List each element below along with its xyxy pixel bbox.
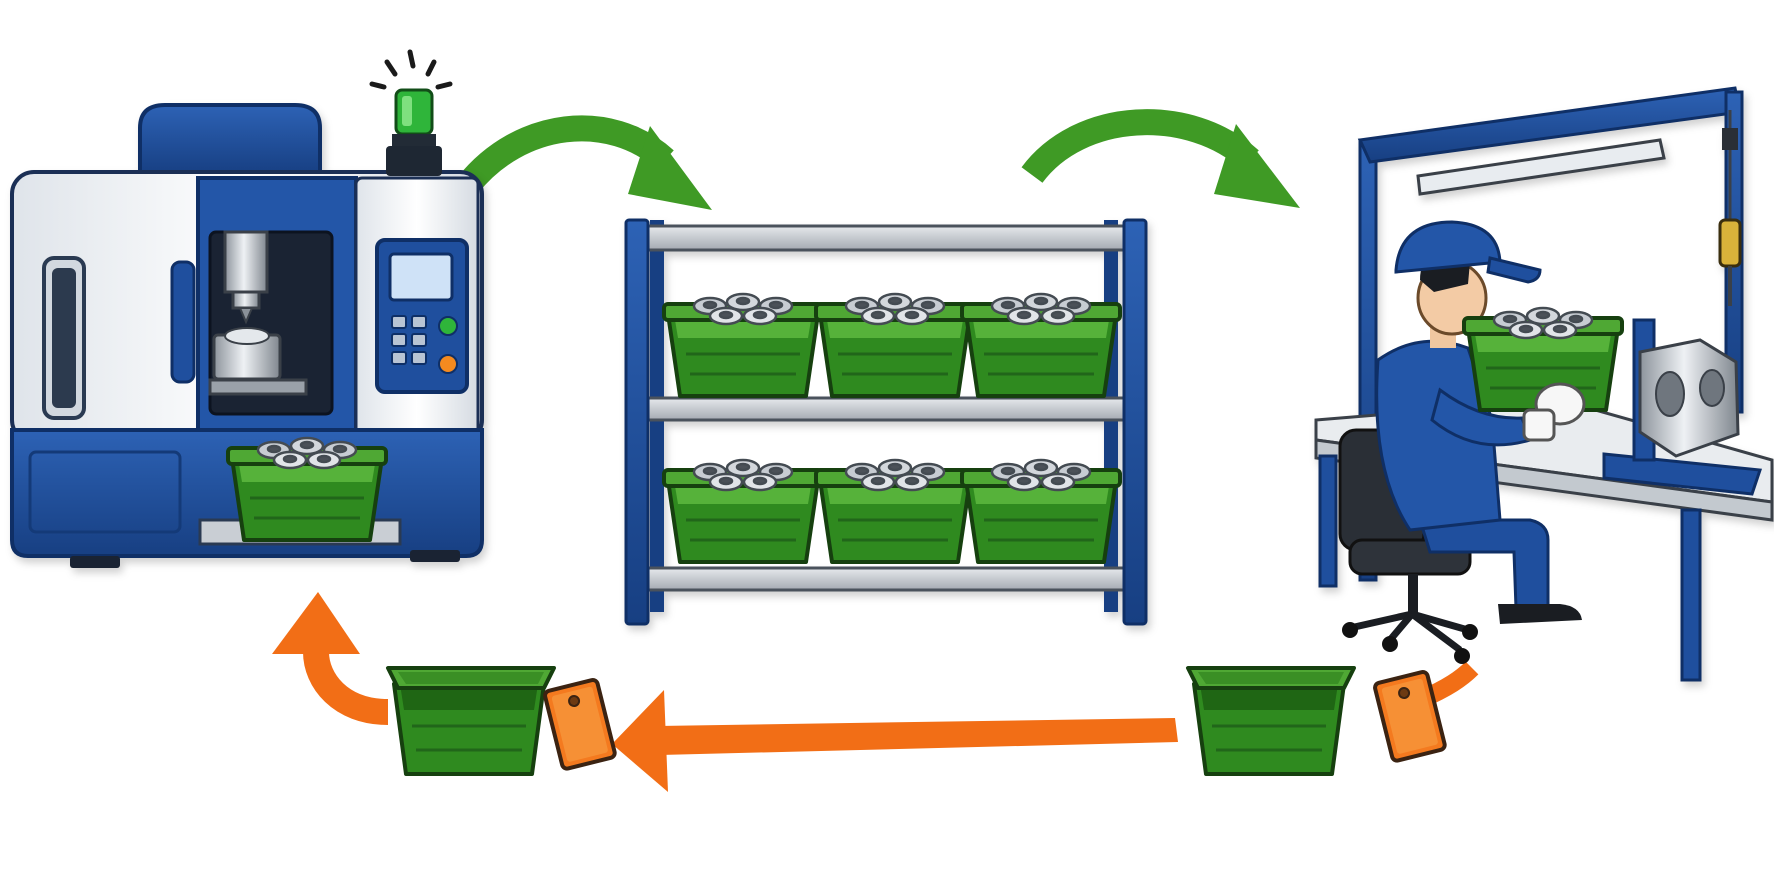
- parts-bin-icon: [662, 458, 824, 564]
- rack-bins: [662, 292, 1122, 564]
- status-light-icon: [369, 49, 453, 176]
- control-panel: [375, 238, 469, 394]
- parts-bin-icon: [814, 292, 976, 398]
- storage-rack-icon: [624, 218, 1148, 626]
- assembly-part-icon: [1602, 318, 1763, 496]
- empty-bin-right: [1186, 666, 1448, 776]
- parts-bin-icon: [1186, 666, 1356, 776]
- flow-arrow-rack-to-workstation: [1021, 109, 1300, 208]
- cnc-machine-icon: [10, 103, 484, 568]
- parts-bin-icon: [960, 292, 1122, 398]
- kanban-card-icon: [542, 676, 618, 772]
- parts-bin-icon: [960, 458, 1122, 564]
- worker-icon: [1375, 220, 1582, 624]
- parts-bin-icon: [386, 666, 556, 776]
- flow-arrow-machine-to-rack: [457, 115, 712, 210]
- return-arrow-to-machine: [272, 592, 389, 725]
- glove-icon: [1522, 382, 1586, 442]
- parts-bin-icon: [814, 458, 976, 564]
- empty-bin-left: [386, 666, 618, 776]
- parts-bin-icon: [226, 436, 388, 542]
- return-arrow-workstation-to-rack-side: [612, 690, 1178, 792]
- parts-bin-icon: [662, 292, 824, 398]
